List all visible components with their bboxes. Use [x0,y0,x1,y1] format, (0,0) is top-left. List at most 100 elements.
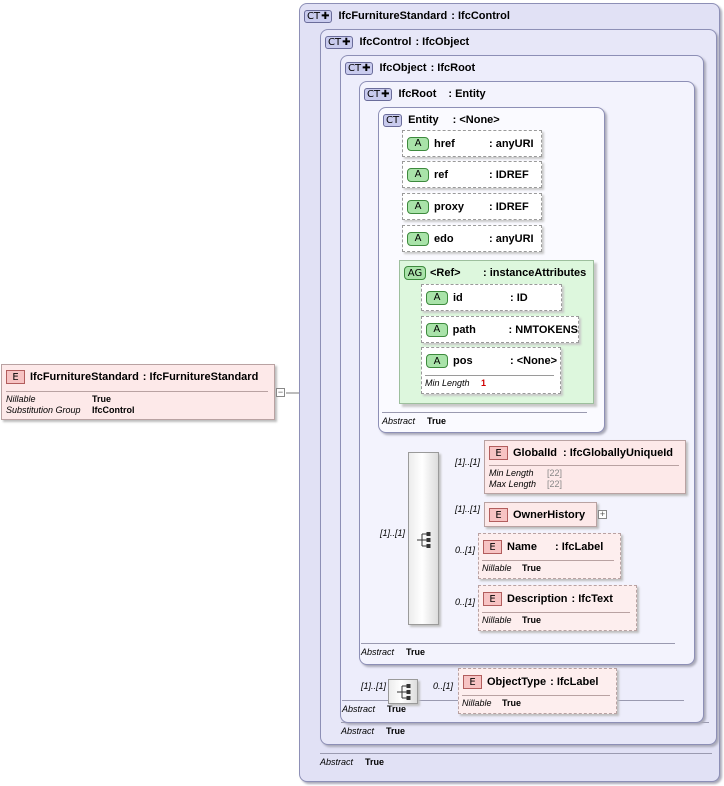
collapse-toggle-icon[interactable]: − [276,387,285,397]
prop-nillable: Nillable True [482,563,542,573]
element-name: GlobalId [513,447,557,459]
sequence-compositor[interactable] [408,452,439,625]
element-name: OwnerHistory [513,509,586,521]
element-props: Min Length [22] Max Length [22] [489,465,679,490]
element-badge-icon: E [489,446,508,460]
attribute-type: : IDREF [489,168,529,181]
root-element-ifcfurniturestandard[interactable]: E IfcFurnitureStandard : IfcFurnitureSta… [1,364,275,420]
complextype-badge-icon: CT✚ [364,87,393,101]
complextype-name: IfcObject [379,62,427,74]
name-cardinality: 0..[1] [455,545,476,555]
element-props: Nillable True [482,560,614,574]
attribute-badge-icon: A [426,354,448,368]
attribute-pos[interactable]: A pos : <None> Min Length 1 [421,347,561,394]
element-type: : IfcLabel [554,541,604,553]
attribute-edo[interactable]: A edo : anyURI [402,225,542,252]
element-name: ObjectType [487,676,547,688]
attribute-type: : anyURI [489,232,534,245]
description-cardinality: 0..[1] [455,597,476,607]
root-element-header: E IfcFurnitureStandard : IfcFurnitureSta… [6,370,258,384]
attribute-name: ref [434,168,449,181]
attribute-type: : ID [510,291,528,304]
attribute-props: Min Length 1 [425,375,554,389]
element-badge-icon: E [489,508,508,522]
element-globalid[interactable]: E GlobalId : IfcGloballyUniqueId Min Len… [484,440,686,494]
element-ownerhistory[interactable]: E OwnerHistory [484,502,597,527]
complextype-badge-icon: CT [383,113,403,127]
complextype-badge-icon: CT✚ [325,35,354,49]
complextype-base: : IfcObject [415,36,470,48]
complextype-badge-icon: CT✚ [345,61,374,75]
complextype-base: : IfcControl [451,10,510,22]
attribute-type: : IDREF [489,200,529,213]
attribute-id[interactable]: A id : ID [421,284,562,311]
attribute-badge-icon: A [407,231,429,246]
sequence-icon [397,684,411,700]
object-sequence-compositor[interactable] [388,679,418,704]
element-props: Nillable True [462,695,610,709]
root-element-name: IfcFurnitureStandard [30,371,139,383]
element-badge-icon: E [463,675,482,689]
object-sequence-cardinality: [1]..[1] [361,681,387,691]
complextype-name: IfcFurnitureStandard [338,10,448,22]
attribute-badge-icon: A [407,167,429,182]
element-type: : IfcLabel [550,676,599,688]
element-badge-icon: E [6,370,25,384]
attribute-type: : NMTOKENS [508,323,578,336]
element-objecttype[interactable]: E ObjectType : IfcLabel Nillable True [458,668,617,714]
prop-substitution-group: Substitution Group IfcControl [6,405,135,415]
complextype-name: IfcRoot [398,88,437,100]
attribute-name: id [453,291,463,304]
element-type: : IfcText [571,593,613,605]
complextype-badge-icon: CT✚ [304,9,333,23]
attribute-group-type: : instanceAttributes [483,267,587,279]
attribute-badge-icon: A [407,199,429,214]
complextype-name: Entity [408,114,439,126]
attribute-type: : <None> [510,355,558,367]
attribute-name: edo [434,232,454,245]
element-description[interactable]: E Description : IfcText Nillable True [478,585,637,631]
attribute-ref[interactable]: A ref : IDREF [402,161,542,188]
element-type: : IfcGloballyUniqueId [563,447,674,459]
complextype-name: IfcControl [359,36,412,48]
prop-max-length: Max Length [22] [489,479,563,489]
ownerhistory-cardinality: [1]..[1] [455,504,481,514]
attribute-href[interactable]: A href : anyURI [402,130,542,157]
prop-min-length: Min Length 1 [425,378,487,388]
attribute-proxy[interactable]: A proxy : IDREF [402,193,542,220]
attribute-name: pos [453,355,473,367]
sequence-icon [417,532,431,548]
attribute-badge-icon: A [426,290,448,305]
attribute-name: path [452,323,476,336]
attribute-name: href [434,137,455,150]
prop-min-length: Min Length [22] [489,468,563,478]
element-name: Name [507,541,537,553]
attribute-name: proxy [434,200,464,213]
prop-nillable: Nillable True [6,394,112,404]
element-name[interactable]: E Name : IfcLabel Nillable True [478,533,621,579]
attribute-badge-icon: A [426,322,448,337]
attribute-badge-icon: A [407,136,429,151]
element-name: Description [507,593,568,605]
element-props: Nillable True [482,612,630,626]
root-element-props: Nillable True Substitution Group IfcCont… [6,391,268,416]
prop-nillable: Nillable True [462,698,522,708]
attribute-group-badge-icon: AG [404,266,426,280]
objecttype-cardinality: 0..[1] [433,681,454,691]
attribute-group-name: <Ref> [430,267,461,279]
element-badge-icon: E [483,592,502,606]
attribute-type: : anyURI [489,137,534,150]
prop-nillable: Nillable True [482,615,542,625]
globalid-cardinality: [1]..[1] [455,457,481,467]
complextype-base: : Entity [448,88,486,100]
complextype-base: : IfcRoot [430,62,476,74]
root-element-type: : IfcFurnitureStandard [142,371,259,383]
complextype-base: : <None> [452,114,500,126]
expand-ownerhistory-icon[interactable]: + [598,509,607,519]
attribute-path[interactable]: A path : NMTOKENS [421,316,579,343]
element-badge-icon: E [483,540,502,554]
